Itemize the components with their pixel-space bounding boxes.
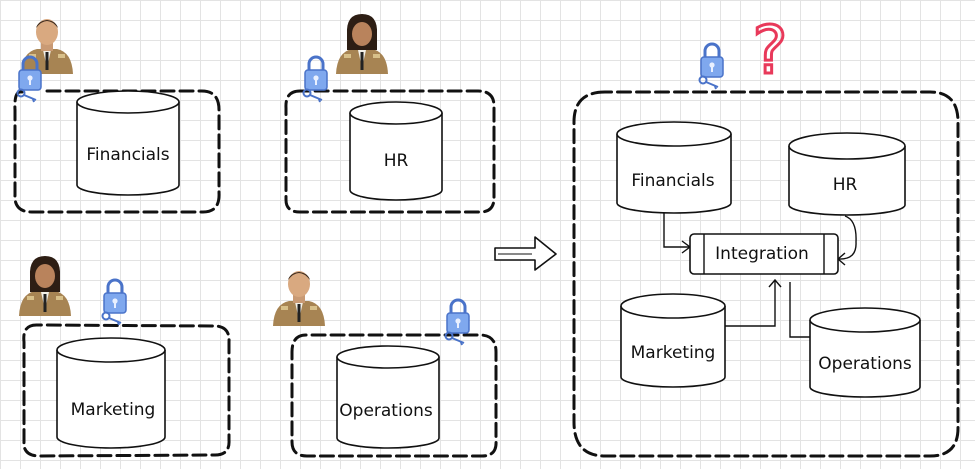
person-icon xyxy=(271,269,327,328)
lock-icon xyxy=(101,278,128,327)
person-icon xyxy=(17,254,73,318)
silo-frame xyxy=(290,333,498,458)
silo-hr: HR xyxy=(284,89,496,214)
question-mark-icon: ? xyxy=(752,12,787,89)
integration-db-operations: Operations xyxy=(818,354,912,374)
database-icon xyxy=(56,337,166,449)
silo-frame xyxy=(22,323,231,458)
silo-frame xyxy=(284,89,496,214)
integrated-system: Integration Financials HR Marketing Oper… xyxy=(572,90,960,458)
integration-label: Integration xyxy=(715,244,809,264)
person-icon xyxy=(19,17,75,76)
person-icon xyxy=(334,12,390,76)
database-icon xyxy=(620,293,726,388)
integration-db-marketing: Marketing xyxy=(631,343,716,363)
database-icon xyxy=(76,90,180,196)
silo-marketing: Marketing xyxy=(22,323,231,458)
silo-frame xyxy=(13,89,221,214)
silo-operations: Operations xyxy=(290,333,498,458)
integration-db-financials: Financials xyxy=(631,171,714,191)
database-icon xyxy=(809,307,921,398)
database-icon xyxy=(616,121,732,214)
silo-financials: Financials xyxy=(13,89,221,214)
db-label-marketing: Marketing xyxy=(71,400,156,420)
lock-icon xyxy=(444,298,471,347)
db-label-hr: HR xyxy=(384,151,409,171)
lock-icon xyxy=(302,55,329,104)
database-icon xyxy=(336,345,440,449)
lock-icon xyxy=(698,42,725,91)
database-icon xyxy=(349,101,443,201)
db-label-operations: Operations xyxy=(339,401,433,421)
arrow-right-icon xyxy=(494,236,557,271)
database-icon xyxy=(788,132,906,216)
db-label-financials: Financials xyxy=(86,145,169,165)
integration-hub: Integration xyxy=(689,233,839,275)
integration-db-hr: HR xyxy=(833,175,858,195)
integrated-frame xyxy=(572,90,960,458)
